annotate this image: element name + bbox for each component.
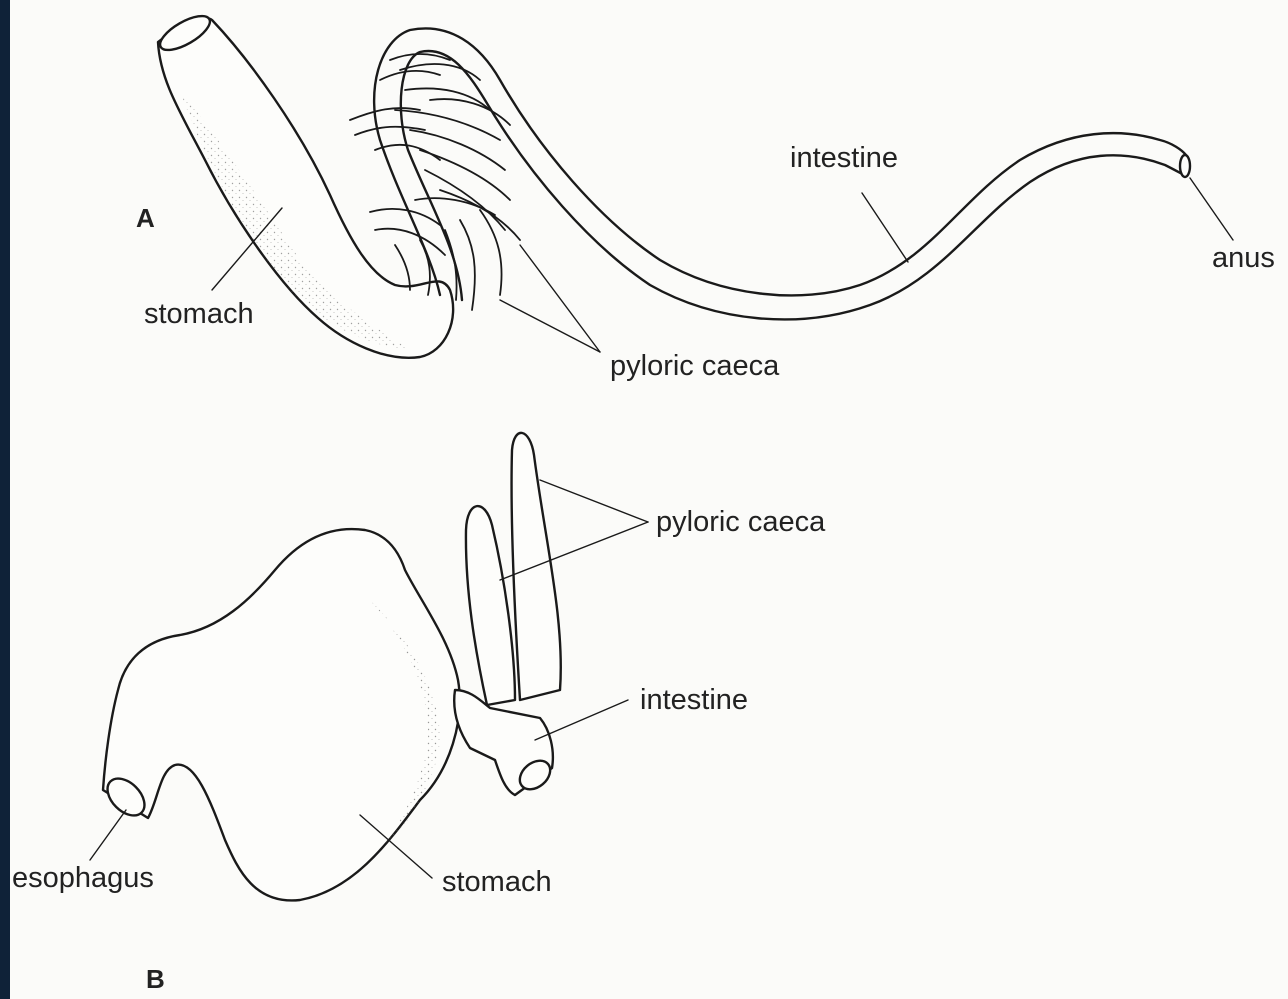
panel-a-anus-leader bbox=[1190, 178, 1233, 240]
panel-b-pyloric-caeca-label: pyloric caeca bbox=[656, 508, 825, 537]
panel-a-anus-opening bbox=[1180, 155, 1190, 177]
panel-b-esophagus-leader bbox=[90, 810, 126, 860]
panel-b-caecum-left bbox=[466, 506, 515, 705]
panel-a-pyloric-caeca-label: pyloric caeca bbox=[610, 352, 779, 381]
panel-b-stomach-label: stomach bbox=[442, 868, 552, 897]
panel-a-letter: A bbox=[136, 205, 155, 231]
panel-b-intestine-label: intestine bbox=[640, 686, 748, 715]
panel-b-letter: B bbox=[146, 966, 165, 992]
panel-a-intestine-label: intestine bbox=[790, 144, 898, 173]
panel-b-drawing bbox=[90, 433, 648, 901]
panel-a-caeca-leader-2 bbox=[520, 245, 600, 352]
panel-a-intestine-outer bbox=[374, 28, 1186, 295]
panel-a-drawing bbox=[155, 9, 1233, 357]
panel-b-caeca-leader-2 bbox=[540, 480, 648, 522]
panel-a-caeca-leader-1 bbox=[500, 300, 600, 352]
panel-b-esophagus-label: esophagus bbox=[12, 864, 154, 893]
panel-a-intestine-inner bbox=[401, 51, 1186, 319]
panel-a-intestine-leader bbox=[862, 193, 908, 262]
panel-a-anus-label: anus bbox=[1212, 244, 1275, 273]
panel-b-stomach-shape bbox=[103, 529, 460, 900]
panel-a-stomach-label: stomach bbox=[144, 300, 254, 329]
panel-b-intestine-leader bbox=[535, 700, 628, 740]
